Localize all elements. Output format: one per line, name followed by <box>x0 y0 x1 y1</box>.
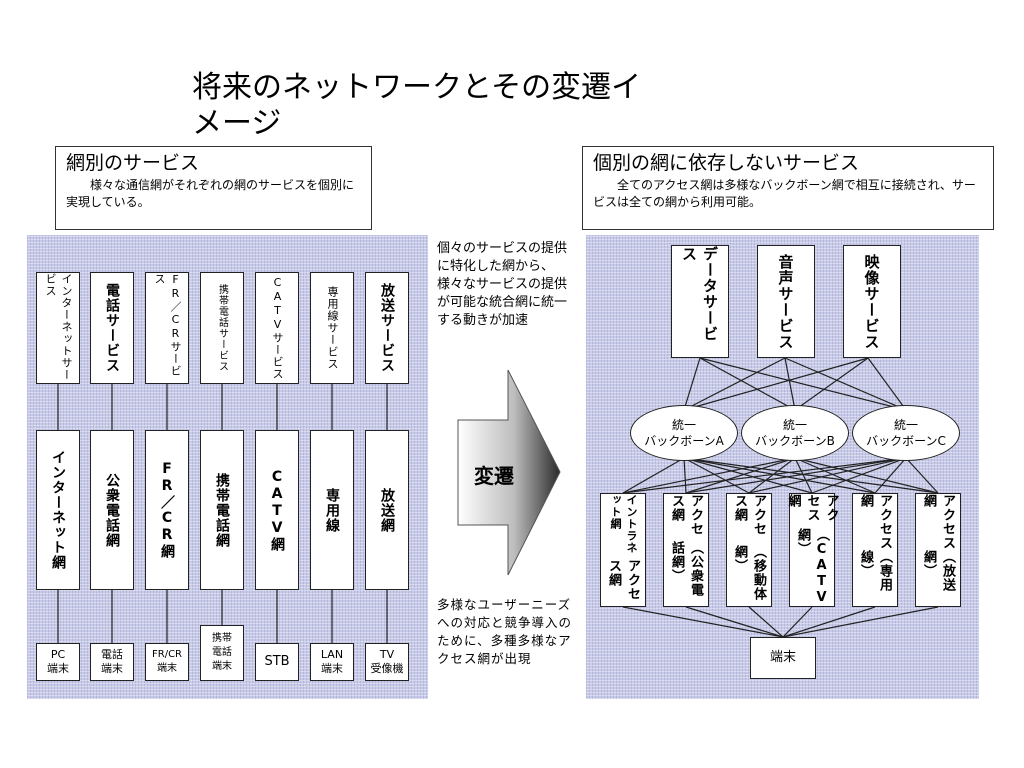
left-service-internet: インターネットサービス <box>36 272 80 384</box>
middle-note-top: 個々のサービスの提供に特化した網から、様々なサービスの提供が可能な統合網に統一す… <box>437 241 568 328</box>
middle-note-bottom: 多様なユーザーニーズへの対応と競争導入のために、多種多様なアクセス網が出現 <box>437 597 573 666</box>
right-box-heading: 個別の網に依存しないサービス <box>593 152 860 174</box>
left-network-catv: CATV網 <box>255 430 299 590</box>
access-network-broadcast: アクセス網（放送網） <box>915 493 961 607</box>
backbone-c-line1: 統一 <box>893 418 918 432</box>
right-service-data: データサービス <box>671 245 729 358</box>
backbone-b-line2: バックボーンB <box>755 434 835 448</box>
access-network-label: アクセス網 <box>921 494 955 550</box>
left-service-telephone: 電話サービス <box>90 272 134 384</box>
arrow-label: 変遷 <box>474 464 514 488</box>
access-network-type: （移動体網） <box>732 544 766 601</box>
access-network-mobile: アクセス網 （移動体網） <box>726 493 772 607</box>
slide-title: 将来のネットワークとその変遷イメージ <box>192 70 642 141</box>
left-box-description: 様々な通信網がそれぞれの網のサービスを個別に実現している。 <box>66 178 355 209</box>
backbone-c-line2: バックボーンC <box>866 434 946 448</box>
access-network-telephone: アクセス網 （公衆電話網） <box>663 493 709 607</box>
right-terminal: 端末 <box>750 637 816 679</box>
backbone-a-line1: 統一 <box>671 418 696 432</box>
backbone-c: 統一バックボーンC <box>852 405 960 461</box>
access-network-label: アクセス網 <box>858 494 892 550</box>
backbone-a: 統一バックボーンA <box>630 405 738 461</box>
right-box-description: 全てのアクセス網は多様なバックボーン網で相互に接続され、サービスは全ての網から利… <box>593 178 976 209</box>
access-network-type: イントラネット網 <box>609 494 638 554</box>
left-network-internet: インターネット網 <box>36 430 80 590</box>
access-network-label: アクセス網 <box>669 494 703 536</box>
left-terminal-telephone: 電話端末 <box>90 643 134 681</box>
left-network-frcr: FR／CR網 <box>145 430 189 590</box>
access-network-leased: アクセス網（専用線） <box>852 493 898 607</box>
backbone-a-line2: バックボーンA <box>644 434 724 448</box>
right-service-video: 映像サービス <box>843 245 901 358</box>
right-description-box: 個別の網に依存しないサービス 全てのアクセス網は多様なバックボーン網で相互に接続… <box>582 146 994 230</box>
access-network-type: （専用線） <box>858 550 892 592</box>
left-network-mobile: 携帯電話網 <box>200 430 244 590</box>
backbone-b: 統一バックボーンB <box>741 405 849 461</box>
access-network-type: （放送網） <box>921 550 955 592</box>
left-box-heading: 網別のサービス <box>66 152 200 174</box>
left-service-broadcast: 放送サービス <box>365 272 409 384</box>
left-service-leased: 専用線サービス <box>310 272 354 384</box>
access-network-label: アクセス網 <box>606 558 640 601</box>
left-network-telephone: 公衆電話網 <box>90 430 134 590</box>
access-network-label: アクセス網 <box>785 494 839 522</box>
access-network-type: （公衆電話網） <box>669 540 703 597</box>
left-network-leased: 専用線 <box>310 430 354 590</box>
right-service-voice: 音声サービス <box>757 245 815 358</box>
access-network-label: アクセス網 <box>732 494 766 536</box>
access-network-type: （CATV網） <box>795 528 829 606</box>
left-service-frcr: FR／CRサービス <box>145 272 189 384</box>
transition-arrow <box>457 369 561 576</box>
access-network-intranet: アクセス網 イントラネット網 <box>600 493 646 607</box>
left-description-box: 網別のサービス 様々な通信網がそれぞれの網のサービスを個別に実現している。 <box>55 146 372 230</box>
left-service-mobile: 携帯電話サービス <box>200 272 244 384</box>
left-terminal-stb: STB <box>255 643 299 681</box>
left-network-broadcast: 放送網 <box>365 430 409 590</box>
access-network-catv: アクセス網 （CATV網） <box>786 493 839 607</box>
left-service-catv: CATVサービス <box>255 272 299 384</box>
backbone-b-line1: 統一 <box>782 418 807 432</box>
left-terminal-mobile: 携帯電話端末 <box>200 625 244 681</box>
